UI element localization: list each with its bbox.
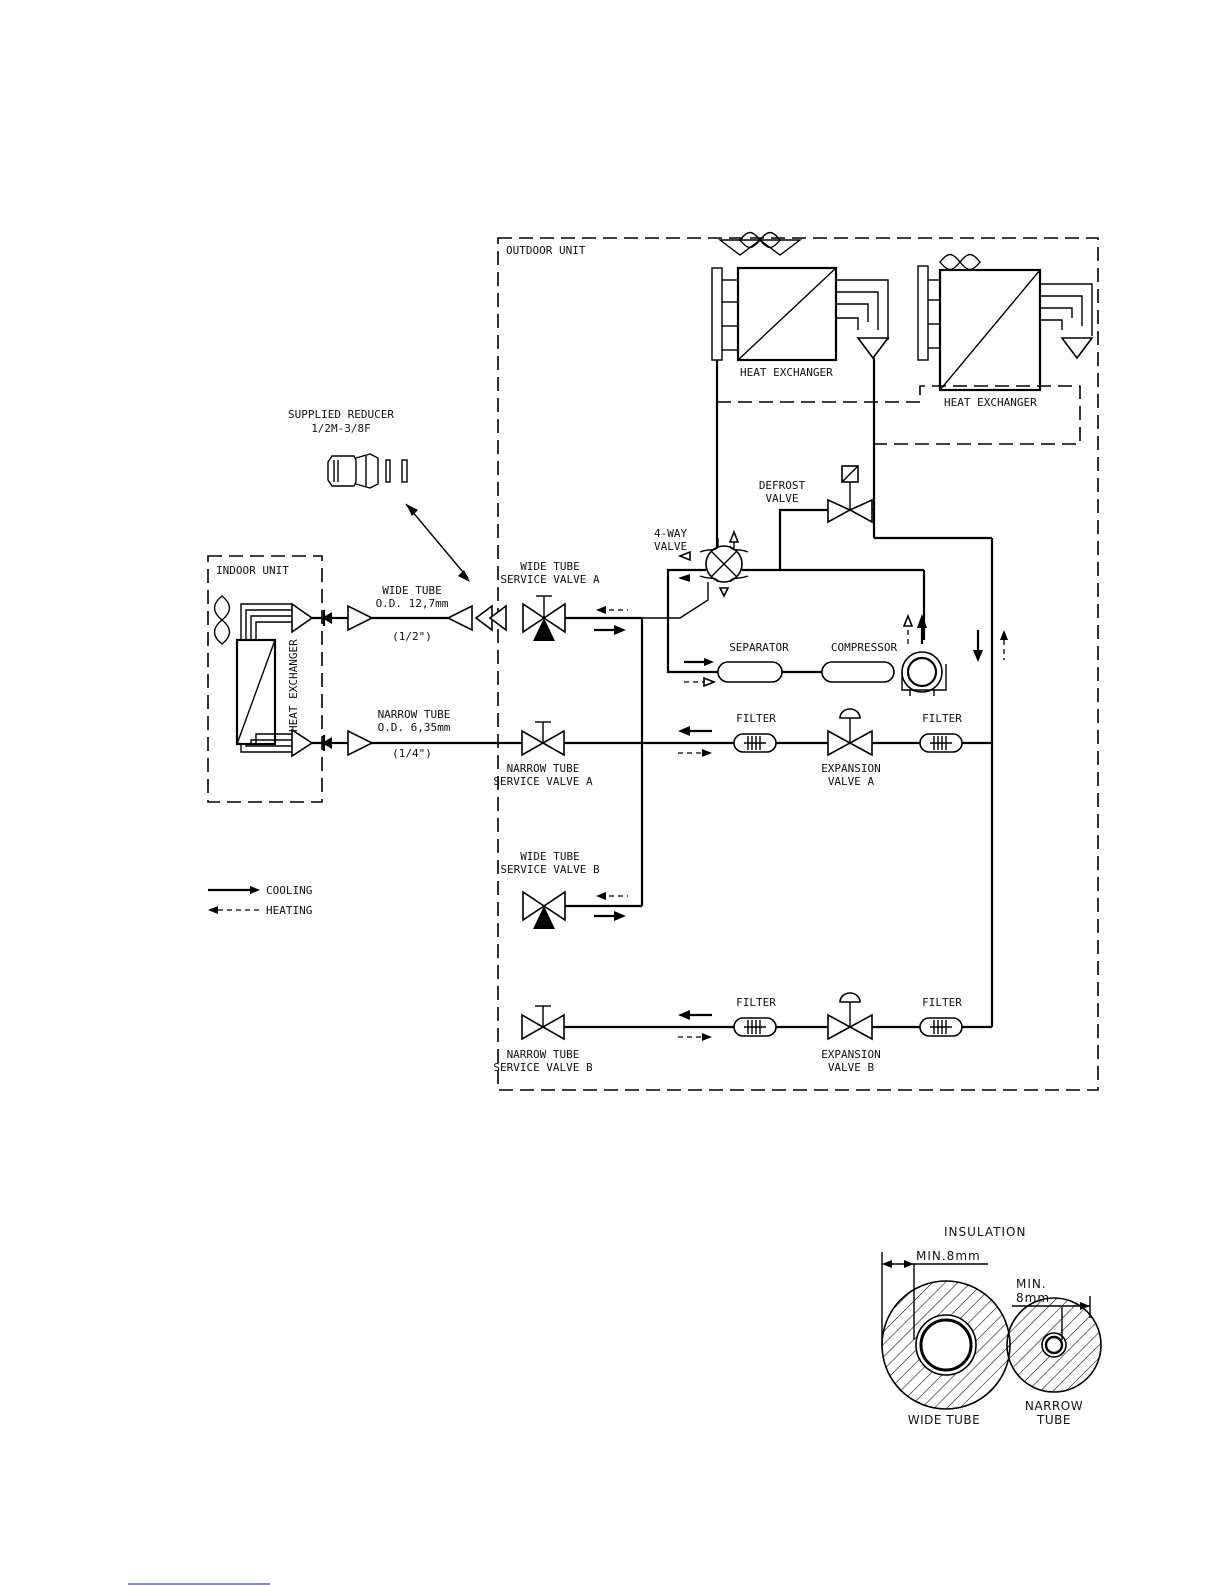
insulation-wide-tube-label: WIDE TUBE [908,1413,980,1427]
narrow-tube-service-valve-b [521,1005,565,1041]
four-way-valve-label-1: 4-WAY [654,527,687,540]
insulation-title: INSULATION [944,1225,1026,1239]
compressor [821,651,947,696]
reducer-label-1: SUPPLIED REDUCER [288,408,394,421]
expansion-a-label-1: EXPANSION [821,762,881,775]
filter-a1-label: FILTER [736,712,776,725]
heat-exchanger-1 [711,231,890,402]
separator-label: SEPARATOR [729,641,789,654]
hx2-connection [717,385,1081,445]
indoor-unit-frame [207,555,323,803]
narrow-valve-a-label-2: SERVICE VALVE A [493,775,593,788]
wide-valve-b-label-2: SERVICE VALVE B [500,863,600,876]
wide-tube-flare-fittings [446,604,507,632]
legend: COOLING HEATING [208,884,312,917]
defrost-valve [827,465,873,524]
expansion-b-label-1: EXPANSION [821,1048,881,1061]
wide-tube-service-valve-a [522,595,566,641]
supplied-reducer [327,453,408,489]
narrow-valve-b-label-1: NARROW TUBE [507,1048,580,1061]
wide-valve-b-label-1: WIDE TUBE [520,850,580,863]
filter-b2-label: FILTER [922,996,962,1009]
narrow-tube-label-1: NARROW TUBE [378,708,451,721]
filter-a2 [919,733,963,753]
separator [717,661,783,683]
expansion-a-label-2: VALVE A [828,775,875,788]
compressor-flow-arrows [684,613,927,688]
filter-b1 [733,1017,777,1037]
wide-valve-a-label-1: WIDE TUBE [520,560,580,573]
narrow-tube-service-valve-a [521,721,565,757]
suction-loop [666,568,718,674]
filter-b1-label: FILTER [736,996,776,1009]
wide-tube-service-valve-b [522,890,566,929]
insulation-detail: INSULATION MIN.8mm MIN. 8mm WIDE TUBE NA… [881,1225,1102,1427]
filter-b2 [919,1017,963,1037]
insulation-min-narrow-2: 8mm [1016,1291,1050,1305]
wide-valve-a-label-2: SERVICE VALVE A [500,573,600,586]
heat-exchanger-2 [917,253,1094,392]
filter-a1 [733,733,777,753]
reducer-label-2: 1/2M-3/8F [311,422,371,435]
narrow-tube-label-2: O.D. 6,35mm [378,721,451,734]
outdoor-unit-label: OUTDOOR UNIT [506,244,586,257]
wide-valve-a-flow-arrows [594,606,628,635]
filter-a2-label: FILTER [922,712,962,725]
four-way-valve [677,529,749,598]
heat-exchanger-1-label: HEAT EXCHANGER [740,366,833,379]
four-way-valve-label-2: VALVE [654,540,687,553]
manifold-flow-arrows [973,630,1008,662]
wide-valve-b-flow-arrows [594,892,628,921]
indoor-unit-label: INDOOR UNIT [216,564,289,577]
defrost-valve-label-2: VALVE [765,492,798,505]
narrow-tube-label-3: (1/4") [392,747,432,760]
insulation-min-wide: MIN.8mm [916,1249,981,1263]
indoor-flare-connectors [312,604,374,757]
expansion-valve-b [827,992,873,1041]
insulation-narrow-tube-label-1: NARROW [1025,1399,1083,1413]
wide-tube-label-1: WIDE TUBE [382,584,442,597]
indoor-heat-exchanger [213,595,314,758]
insulation-narrow-tube-label-2: TUBE [1036,1413,1071,1427]
insulation-min-narrow-1: MIN. [1016,1277,1047,1291]
reducer-pointer-arrow [405,503,470,582]
legend-heating-label: HEATING [266,904,312,917]
narrow-b-flow-arrows [678,1010,712,1041]
indoor-heat-exchanger-label: HEAT EXCHANGER [287,639,300,732]
narrow-valve-a-label-1: NARROW TUBE [507,762,580,775]
wide-tube-label-2: O.D. 12,7mm [376,597,449,610]
heat-exchanger-2-label: HEAT EXCHANGER [944,396,1037,409]
header-to-4way [642,582,709,619]
wide-tube-label-3: (1/2") [392,630,432,643]
expansion-b-label-2: VALVE B [828,1061,875,1074]
narrow-a-flow-arrows [678,726,712,757]
narrow-valve-b-label-2: SERVICE VALVE B [493,1061,593,1074]
outdoor-unit-frame [497,237,1099,1091]
defrost-bypass-in [778,508,828,570]
legend-cooling-label: COOLING [266,884,312,897]
compressor-label: COMPRESSOR [831,641,898,654]
expansion-valve-a [827,708,873,757]
defrost-valve-label-1: DEFROST [759,479,806,492]
